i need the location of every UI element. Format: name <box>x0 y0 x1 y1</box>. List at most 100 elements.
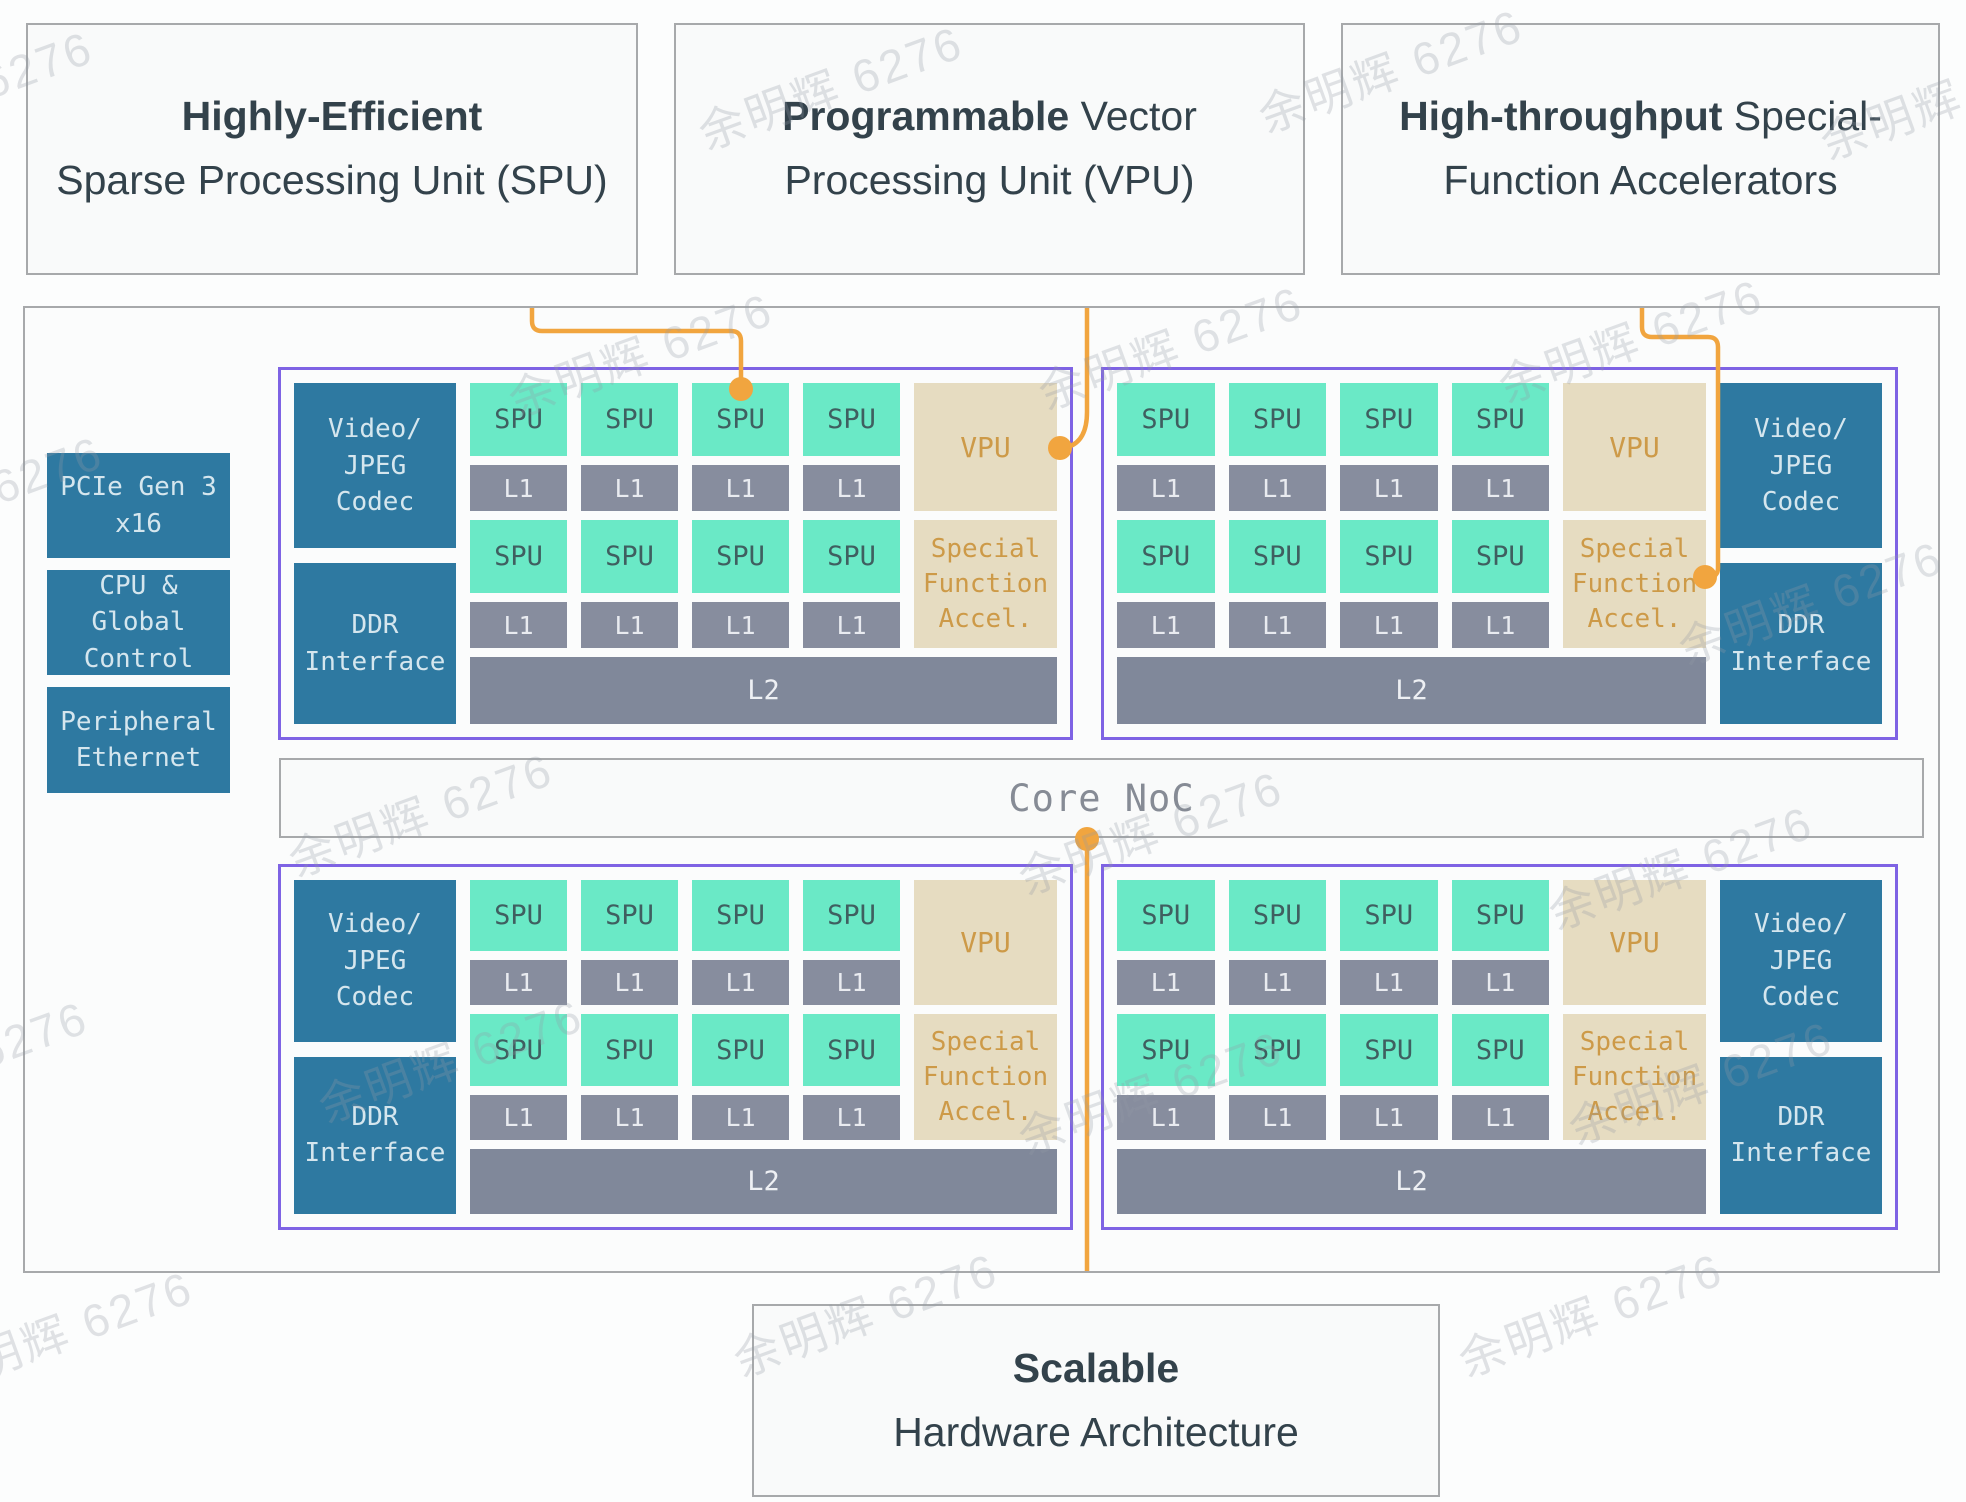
l1-cache: L1 <box>1451 960 1549 1006</box>
video-jpeg-codec-block: Video/ JPEG Codec <box>1720 880 1882 1042</box>
spu-tile: SPU <box>803 880 900 952</box>
core-noc-label: Core NoC <box>1008 776 1195 820</box>
core-noc: Core NoC <box>279 758 1924 838</box>
spu-tile: SPU <box>581 520 678 594</box>
special-function-block: Special Function Accel. <box>914 1014 1057 1140</box>
l1-cache: L1 <box>581 960 678 1006</box>
spu-tile: SPU <box>692 383 789 457</box>
spu-tile: SPU <box>1228 880 1326 952</box>
cpu-global-control-block: CPU & Global Control <box>47 570 230 675</box>
l1-cache: L1 <box>803 465 900 512</box>
spu-tile: SPU <box>692 520 789 594</box>
callout-vpu: Programmable Vector Processing Unit (VPU… <box>674 23 1305 275</box>
spu-tile: SPU <box>1451 1014 1549 1086</box>
spu-tile: SPU <box>1228 520 1326 594</box>
spu-tile: SPU <box>1117 880 1215 952</box>
l1-cache: L1 <box>692 1094 789 1140</box>
l1-cache: L1 <box>1451 602 1549 649</box>
scalable-line2: Hardware Architecture <box>893 1408 1299 1455</box>
peripheral-ethernet-block: Peripheral Ethernet <box>47 687 230 793</box>
l1-cache: L1 <box>692 602 789 649</box>
vpu-block: VPU <box>1563 383 1706 512</box>
l1-cache: L1 <box>1340 465 1438 512</box>
spu-tile: SPU <box>1340 880 1438 952</box>
special-function-block: Special Function Accel. <box>1563 520 1706 649</box>
ddr-interface-block: DDR Interface <box>1720 1056 1882 1214</box>
pcie-block: PCIe Gen 3 x16 <box>47 453 230 558</box>
l1-cache: L1 <box>803 1094 900 1140</box>
spu-tile: SPU <box>1117 1014 1215 1086</box>
watermark-text: 余明辉 6276 <box>0 1260 201 1405</box>
callout-accel-line2: Function Accelerators <box>1443 157 1838 203</box>
callout-spu: Highly-Efficient Sparse Processing Unit … <box>26 23 638 275</box>
video-jpeg-codec-block: Video/ JPEG Codec <box>294 880 456 1042</box>
l1-cache: L1 <box>1228 1094 1326 1140</box>
spu-tile: SPU <box>1451 880 1549 952</box>
l1-cache: L1 <box>803 960 900 1006</box>
spu-tile: SPU <box>1340 1014 1438 1086</box>
l1-cache: L1 <box>1451 465 1549 512</box>
special-function-block: Special Function Accel. <box>1563 1014 1706 1140</box>
l1-cache: L1 <box>1228 602 1326 649</box>
l1-cache: L1 <box>1340 1094 1438 1140</box>
spu-tile: SPU <box>1117 383 1215 457</box>
spu-tile: SPU <box>692 1014 789 1086</box>
spu-tile: SPU <box>1228 383 1326 457</box>
video-jpeg-codec-block: Video/ JPEG Codec <box>1720 383 1882 549</box>
l1-cache: L1 <box>1340 960 1438 1006</box>
spu-tile: SPU <box>1228 1014 1326 1086</box>
spu-tile: SPU <box>803 383 900 457</box>
spu-tile: SPU <box>581 880 678 952</box>
l1-cache: L1 <box>1117 602 1215 649</box>
callout-vpu-line1: Programmable Vector <box>782 93 1197 140</box>
l2-cache: L2 <box>470 1148 1057 1214</box>
spu-tile: SPU <box>1117 520 1215 594</box>
callout-vpu-line2: Processing Unit (VPU) <box>784 157 1195 203</box>
spu-tile: SPU <box>1451 383 1549 457</box>
scalable-line1: Scalable <box>1012 1344 1180 1391</box>
ddr-interface-block: DDR Interface <box>294 1056 456 1214</box>
spu-tile: SPU <box>470 880 567 952</box>
video-jpeg-codec-block: Video/ JPEG Codec <box>294 383 456 549</box>
l2-cache: L2 <box>1117 657 1706 724</box>
ddr-interface-block: DDR Interface <box>294 563 456 724</box>
l1-cache: L1 <box>692 465 789 512</box>
callout-accelerators: High-throughput Special- Function Accele… <box>1341 23 1940 275</box>
callout-spu-line2: Sparse Processing Unit (SPU) <box>56 157 608 203</box>
l1-cache: L1 <box>1117 960 1215 1006</box>
spu-tile: SPU <box>581 383 678 457</box>
callout-spu-line1: Highly-Efficient <box>181 93 483 140</box>
spu-tile: SPU <box>581 1014 678 1086</box>
spu-tile: SPU <box>1451 520 1549 594</box>
callout-scalable: Scalable Hardware Architecture <box>752 1304 1440 1497</box>
l1-cache: L1 <box>1117 465 1215 512</box>
vpu-block: VPU <box>914 880 1057 1006</box>
l1-cache: L1 <box>470 960 567 1006</box>
l1-cache: L1 <box>470 602 567 649</box>
l2-cache: L2 <box>470 657 1057 724</box>
spu-tile: SPU <box>803 1014 900 1086</box>
l1-cache: L1 <box>1340 602 1438 649</box>
spu-tile: SPU <box>692 880 789 952</box>
l1-cache: L1 <box>803 602 900 649</box>
l1-cache: L1 <box>1228 465 1326 512</box>
l1-cache: L1 <box>1228 960 1326 1006</box>
vpu-block: VPU <box>914 383 1057 512</box>
l1-cache: L1 <box>1451 1094 1549 1140</box>
l1-cache: L1 <box>1117 1094 1215 1140</box>
l1-cache: L1 <box>692 960 789 1006</box>
l2-cache: L2 <box>1117 1148 1706 1214</box>
vpu-block: VPU <box>1563 880 1706 1006</box>
l1-cache: L1 <box>470 465 567 512</box>
l1-cache: L1 <box>581 465 678 512</box>
l1-cache: L1 <box>581 602 678 649</box>
